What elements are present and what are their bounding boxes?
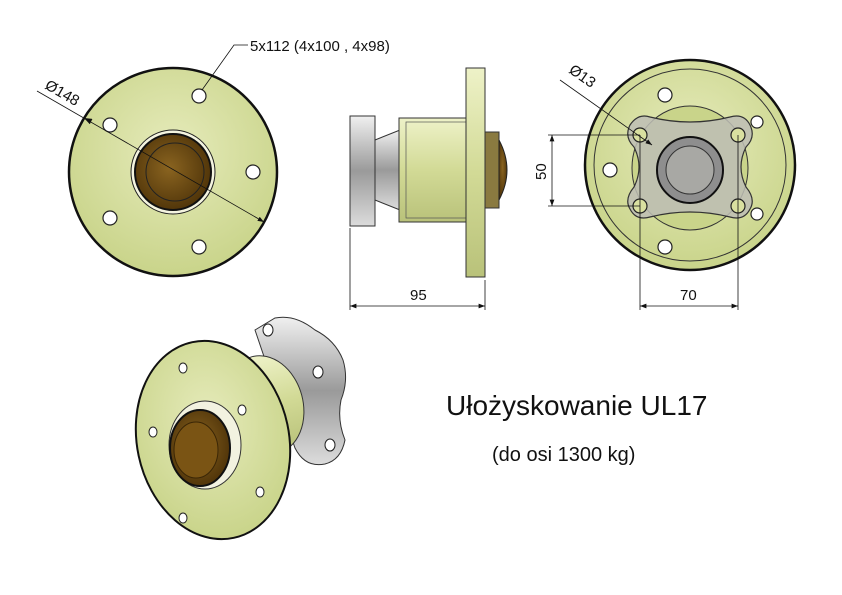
isometric-view [134, 316, 347, 541]
flange-diameter-label: Ø148 [42, 77, 82, 110]
side-view: 95 [349, 67, 508, 310]
length-label: 95 [410, 287, 427, 304]
back-view: Ø13 50 70 [533, 58, 797, 310]
front-view: Ø148 5x112 (4x100 , 4x98) [36, 38, 390, 278]
plate-height-label: 50 [533, 163, 550, 180]
product-title: Ułożyskowanie UL17 [446, 390, 708, 421]
hole-diameter-label: Ø13 [566, 61, 599, 91]
product-subtitle: (do osi 1300 kg) [492, 444, 636, 466]
bolt-holes [102, 88, 261, 255]
bolt-pattern-label: 5x112 (4x100 , 4x98) [250, 38, 390, 55]
plate-width-label: 70 [680, 287, 697, 304]
